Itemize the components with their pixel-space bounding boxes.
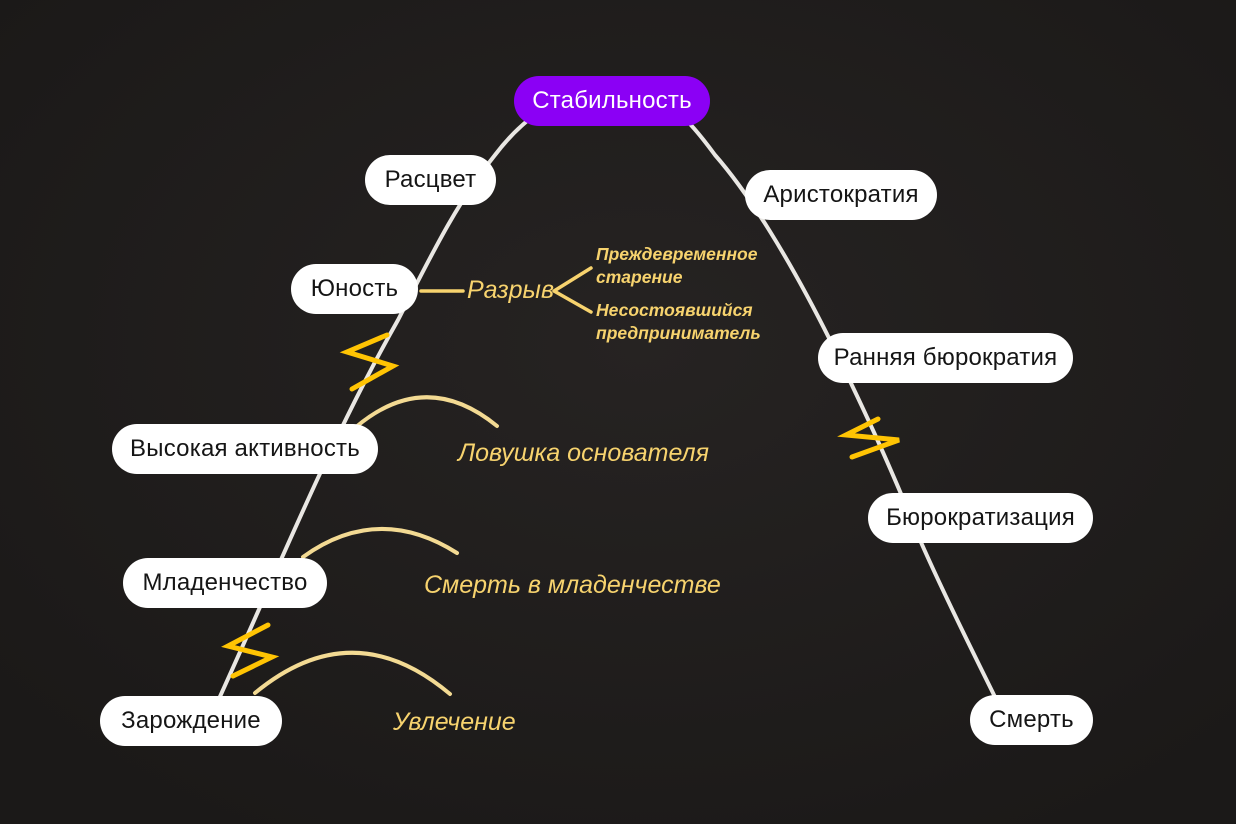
stage-label: Стабильность	[532, 87, 692, 114]
affair-arc	[253, 650, 452, 696]
annotation-affair: Увлечение	[393, 708, 516, 736]
stage-label: Младенчество	[142, 569, 308, 596]
stage-pill-infancy: Младенчество	[123, 558, 327, 608]
stage-pill-early-bureaucracy: Ранняя бюрократия	[818, 333, 1073, 383]
lightning-icon	[837, 416, 900, 460]
stage-label: Расцвет	[384, 166, 477, 193]
annotation-unfulfilled-entrepreneur: Несостоявшийся предприниматель	[596, 300, 761, 344]
stage-label: Аристократия	[763, 181, 919, 208]
stage-pill-aristocracy: Аристократия	[745, 170, 937, 220]
stage-pill-stability: Стабильность	[514, 76, 710, 126]
annotation-divorce: Разрыв	[467, 276, 554, 304]
stage-label: Ранняя бюрократия	[833, 344, 1058, 371]
stage-pill-go-go: Высокая активность	[112, 424, 378, 474]
stage-label: Юность	[310, 275, 399, 302]
stage-label: Высокая активность	[130, 435, 360, 462]
stage-pill-birth: Зарождение	[100, 696, 282, 746]
stage-pill-adolescence: Юность	[291, 264, 418, 314]
stage-pill-bureaucratization: Бюрократизация	[868, 493, 1093, 543]
annotation-premature-aging: Преждевременное старение	[596, 244, 758, 288]
stage-label: Зарождение	[121, 707, 261, 734]
lightning-icon	[221, 622, 280, 679]
annotation-infant-death: Смерть в младенчестве	[424, 571, 721, 599]
lightning-icon	[339, 332, 400, 392]
stage-label: Бюрократизация	[886, 504, 1075, 531]
annotation-founder-trap: Ловушка основателя	[458, 439, 709, 467]
stage-label: Смерть	[989, 706, 1074, 733]
divorce-branch-chevron	[552, 266, 593, 314]
stage-pill-prime: Расцвет	[365, 155, 496, 205]
stage-pill-death: Смерть	[970, 695, 1093, 745]
infant-death-arc	[301, 527, 459, 559]
founder-trap-arc	[354, 395, 499, 429]
